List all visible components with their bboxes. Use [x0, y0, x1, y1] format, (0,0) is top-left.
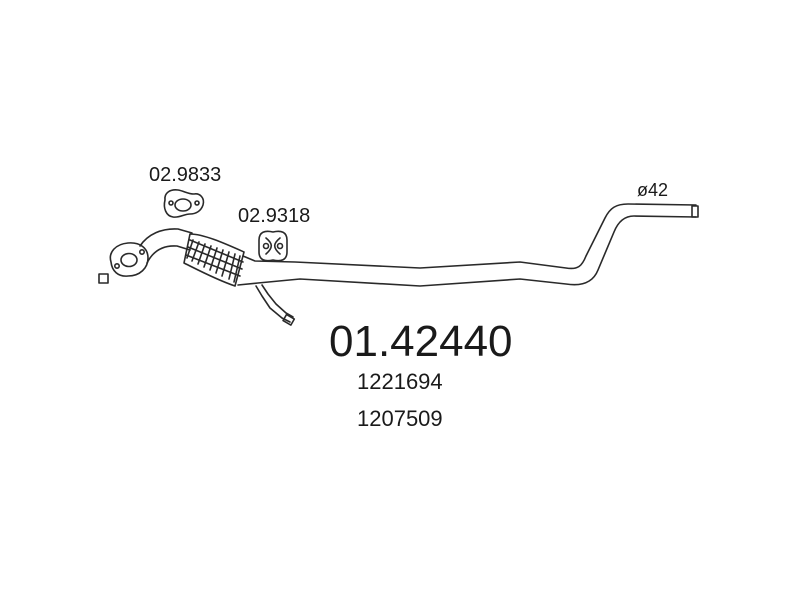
pipe-end [691, 205, 699, 218]
main-part-number: 01.42440 [329, 317, 513, 366]
flexible-joint [183, 233, 245, 287]
hanger-part-number: 02.9318 [238, 205, 311, 227]
main-pipe [237, 203, 697, 287]
sensor-bracket [255, 284, 296, 326]
gasket-drawing [163, 189, 205, 218]
oe-reference-2: 1207509 [357, 406, 443, 431]
front-marker-square [98, 273, 109, 284]
pipe-diameter-label: ø42 [637, 180, 669, 200]
front-flange [109, 242, 149, 277]
front-pipe-bend [139, 228, 193, 264]
gasket-part-number: 02.9833 [149, 164, 222, 186]
oe-reference-1: 1221694 [357, 369, 443, 394]
hanger-drawing [258, 230, 288, 262]
